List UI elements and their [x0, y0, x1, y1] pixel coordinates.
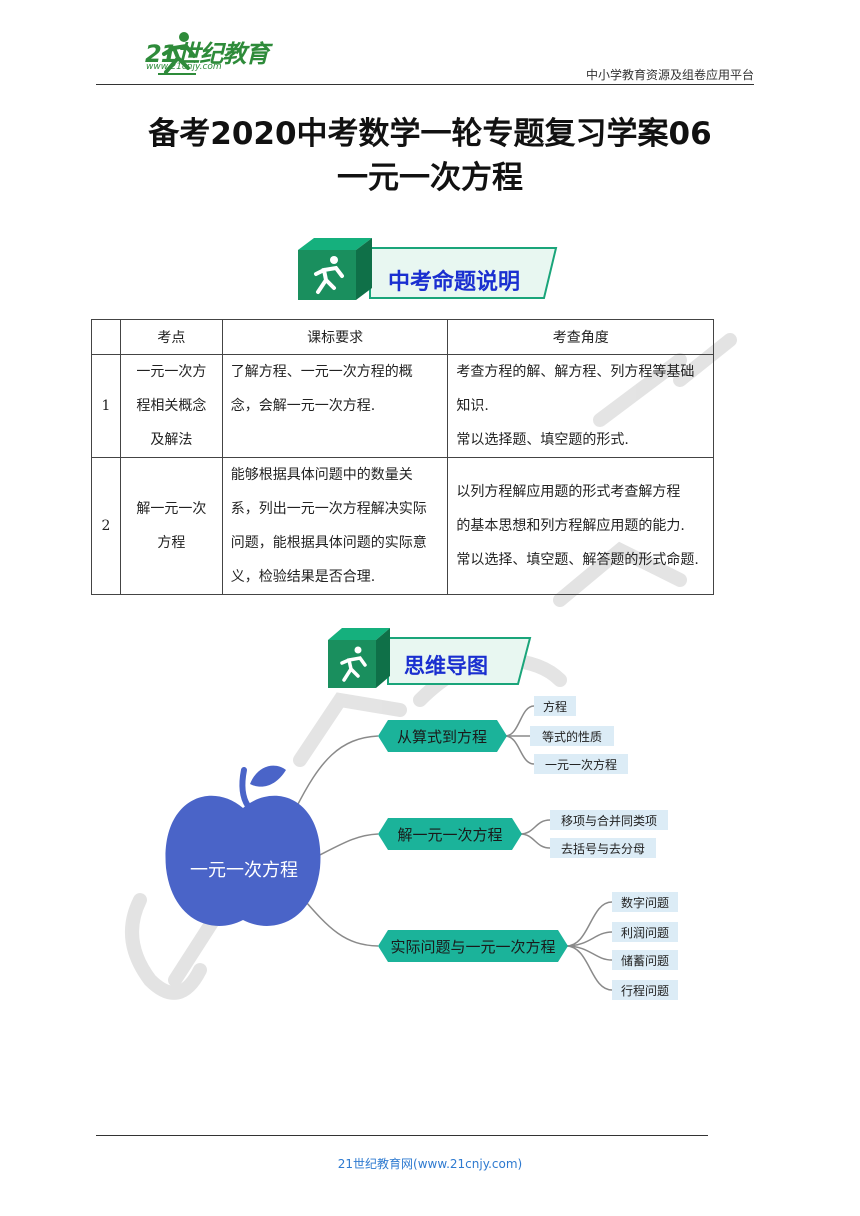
table-header-angle: 考查角度: [447, 319, 714, 355]
row-topic-line: 解一元一次: [136, 501, 207, 517]
row-index: 2: [91, 457, 121, 595]
branch-label: 解一元一次方程: [397, 826, 502, 844]
row-requirement-line: 能够根据具体问题中的数量关: [230, 467, 413, 483]
runner-icon: [314, 256, 344, 294]
row-requirement-line: 了解方程、一元一次方程的概: [230, 364, 413, 380]
leaf-label: 移项与合并同类项: [561, 813, 657, 828]
runner-icon: [340, 646, 367, 682]
row-angle-line: 以列方程解应用题的形式考查解方程: [456, 484, 681, 500]
mind-map-connectors: [294, 705, 613, 991]
table-row: 1 一元一次方 程相关概念 及解法 了解方程、一元一次方程的概 念，会解一元一次…: [91, 354, 714, 458]
mind-map-leaf: 利润问题: [612, 922, 678, 942]
logo-text: 21世纪教育: [145, 40, 269, 68]
banner-graphic: [328, 628, 532, 688]
row-requirement: 能够根据具体问题中的数量关 系，列出一元一次方程解决实际 问题，能根据具体问题的…: [221, 457, 449, 595]
page-subtitle: 一元一次方程: [337, 160, 523, 196]
row-angle-line: 常以选择题、填空题的形式.: [456, 432, 629, 448]
section-banner-exam-notes: 中考命题说明: [298, 238, 562, 302]
mind-map-leaf: 一元一次方程: [534, 754, 628, 774]
table-header-index: [91, 319, 121, 355]
row-requirement-line: 系，列出一元一次方程解决实际: [230, 501, 427, 517]
row-angle-line: 知识.: [456, 398, 489, 414]
exam-requirements-table: 考点 课标要求 考查角度 1 一元一次方 程相关概念 及解法 了解方程、一元一次…: [91, 319, 714, 595]
row-angle: 以列方程解应用题的形式考查解方程 的基本思想和列方程解应用题的能力. 常以选择、…: [447, 457, 714, 595]
logo-url: www.21cnjy.com: [146, 62, 222, 72]
banner-label: 思维导图: [404, 654, 488, 678]
leaf-label: 等式的性质: [542, 729, 602, 744]
header-divider: [96, 84, 754, 85]
row-topic-line: 一元一次方: [136, 364, 207, 380]
footer-divider: [96, 1135, 708, 1136]
leaf-label: 数字问题: [621, 895, 669, 910]
row-topic-line: 及解法: [150, 432, 193, 448]
branch-label: 从算式到方程: [397, 728, 487, 746]
leaf-label: 储蓄问题: [621, 953, 669, 968]
row-angle-line: 常以选择、填空题、解答题的形式命题.: [456, 552, 699, 568]
leaf-label: 去括号与去分母: [561, 841, 645, 856]
page-title: 备考2020中考数学一轮专题复习学案06: [148, 116, 712, 152]
row-requirement-line: 问题，能根据具体问题的实际意: [230, 535, 427, 551]
row-requirement-line: 念，会解一元一次方程.: [230, 398, 376, 414]
logo-runner-icon: [158, 32, 196, 75]
mind-map-leaf: 去括号与去分母: [550, 838, 656, 858]
mind-map-branch: 从算式到方程: [378, 720, 507, 752]
branch-label: 实际问题与一元一次方程: [390, 938, 555, 956]
header-platform-text: 中小学教育资源及组卷应用平台: [585, 68, 754, 82]
banner-label: 中考命题说明: [388, 270, 521, 295]
footer-text: 21世纪教育网(www.21cnjy.com): [337, 1157, 523, 1171]
row-topic: 一元一次方 程相关概念 及解法: [119, 354, 223, 458]
table-header-requirement: 课标要求: [221, 319, 449, 355]
apple-icon: [165, 765, 321, 926]
row-index: 1: [91, 354, 121, 458]
leaf-label: 一元一次方程: [545, 757, 617, 772]
mind-map-branch: 解一元一次方程: [378, 818, 522, 850]
row-angle-line: 考查方程的解、解方程、列方程等基础: [456, 364, 695, 380]
row-angle-line: 的基本思想和列方程解应用题的能力.: [456, 518, 685, 534]
leaf-label: 方程: [543, 699, 567, 714]
mind-map-leaf: 储蓄问题: [612, 950, 678, 970]
row-topic: 解一元一次 方程: [119, 457, 223, 595]
leaf-label: 利润问题: [621, 926, 669, 940]
mind-map-leaf: 移项与合并同类项: [550, 810, 668, 830]
mind-map: 一元一次方程 从算式到方程 方程 等式的性质 一元一次方程 解一元一次方程 移项…: [165, 696, 678, 1000]
section-banner-mind-map: 思维导图: [328, 628, 534, 690]
mind-map-leaf: 数字问题: [612, 892, 678, 912]
table-row: 2 解一元一次 方程 能够根据具体问题中的数量关 系，列出一元一次方程解决实际 …: [91, 457, 714, 595]
mind-map-leaf: 行程问题: [612, 980, 678, 1000]
mind-map-center-label: 一元一次方程: [190, 860, 298, 881]
row-requirement: 了解方程、一元一次方程的概 念，会解一元一次方程.: [221, 354, 449, 458]
table-header-row: 考点 课标要求 考查角度: [91, 319, 714, 355]
leaf-label: 行程问题: [621, 983, 669, 998]
banner-graphic: [298, 238, 558, 300]
row-requirement-line: 义，检验结果是否合理.: [230, 569, 376, 585]
table-header-topic: 考点: [119, 319, 223, 355]
mind-map-leaf: 方程: [534, 696, 576, 716]
row-topic-line: 程相关概念: [136, 398, 207, 414]
row-topic-line: 方程: [157, 535, 186, 551]
mind-map-leaf: 等式的性质: [530, 726, 614, 746]
mind-map-branch: 实际问题与一元一次方程: [378, 930, 568, 962]
row-angle: 考查方程的解、解方程、列方程等基础 知识. 常以选择题、填空题的形式.: [447, 354, 714, 458]
